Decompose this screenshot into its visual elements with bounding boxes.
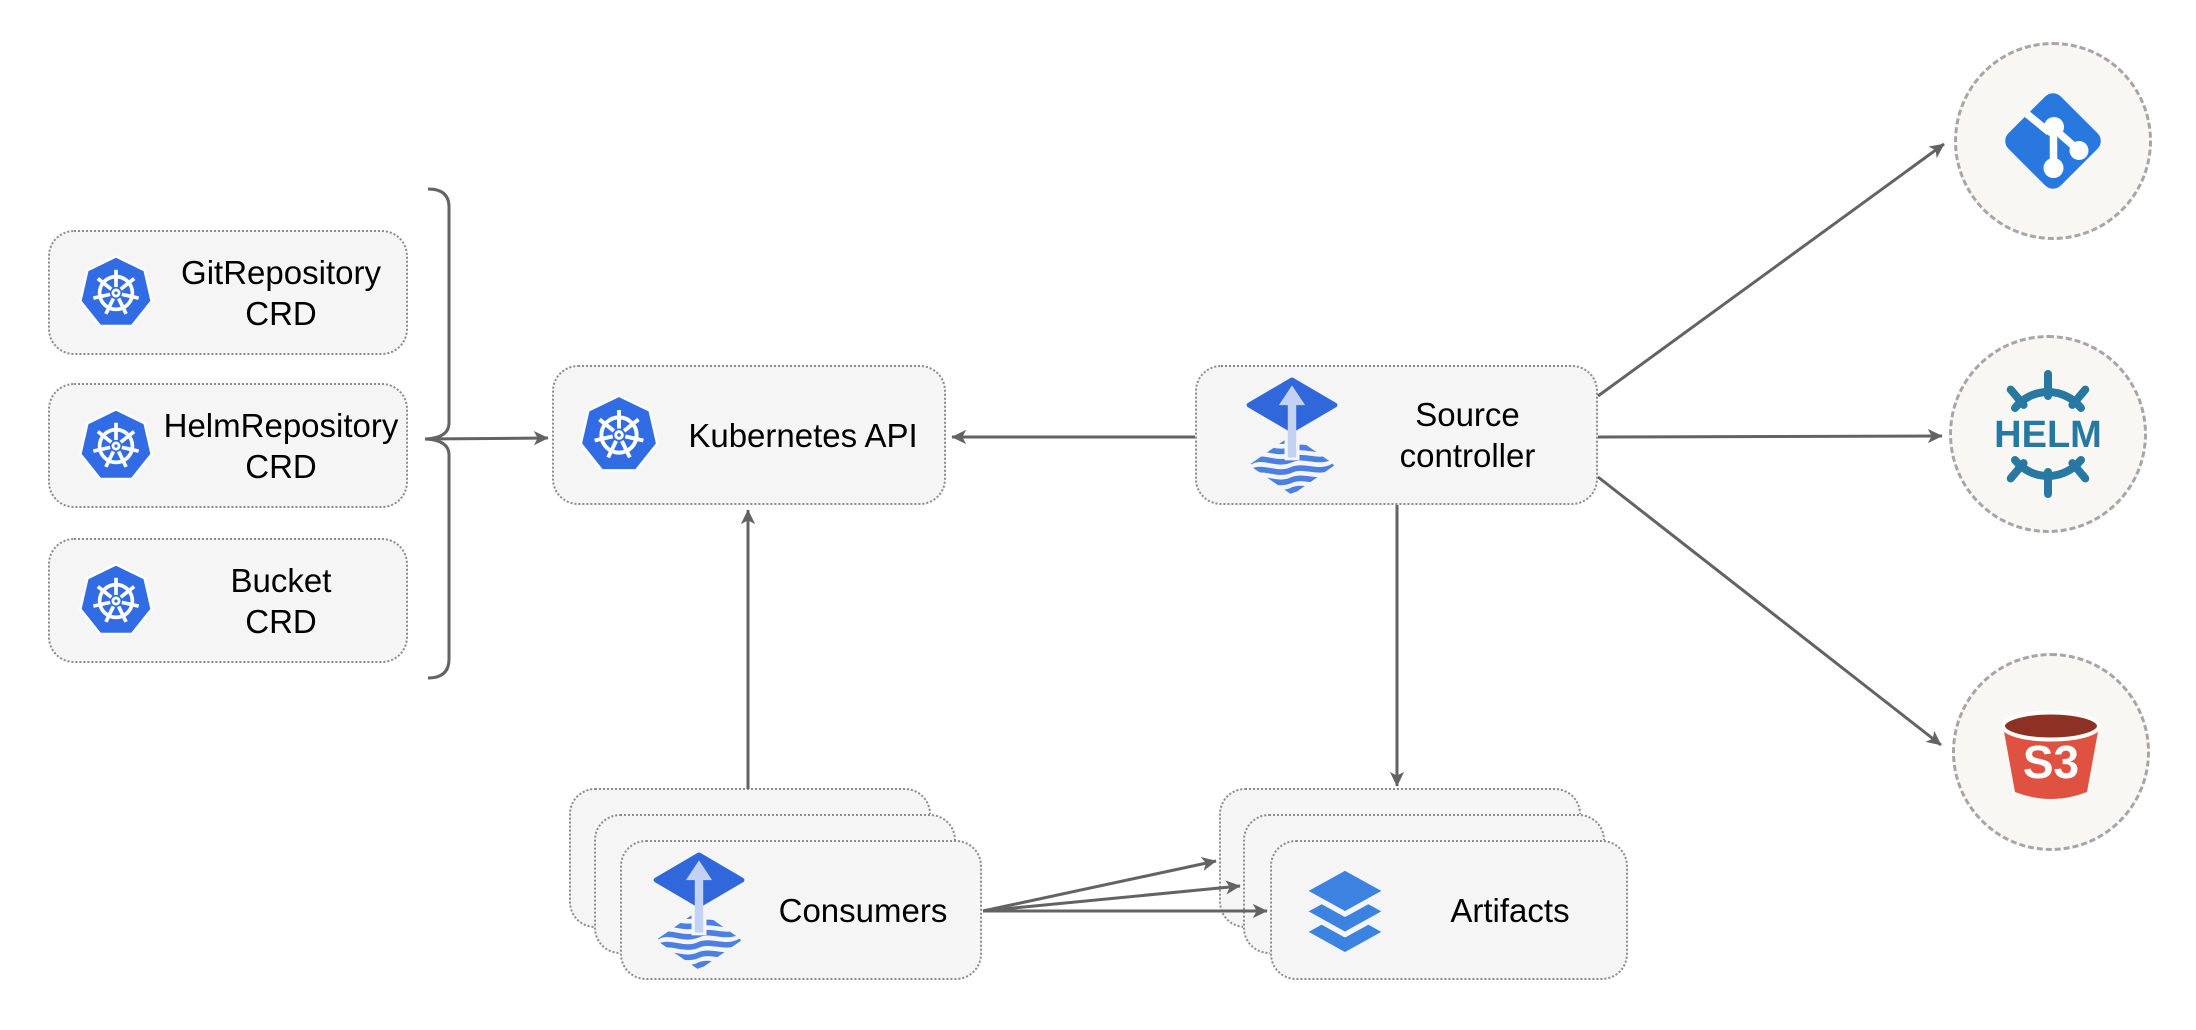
helm-wordmark: HELM [1994,414,2102,456]
helmrepository-crd-box: HelmRepository CRD [48,383,408,508]
helm-endpoint-circle: HELM [1949,335,2147,533]
consumers-label: Consumers [778,891,948,929]
s3-endpoint-circle: S3 [1952,653,2150,851]
source-controller-box: Source controller [1195,365,1598,505]
git-icon [2005,93,2101,189]
kubernetes-icon [76,561,156,641]
artifacts-label: Artifacts [1450,891,1570,929]
kubernetes-api-box: Kubernetes API [552,365,946,505]
bucket-crd-label: Bucket CRD [230,561,332,640]
helmrepository-crd-label: HelmRepository CRD [163,406,399,485]
gitrepository-crd-label: GitRepository CRD [181,253,381,332]
kubernetes-icon [576,392,662,478]
consumers-box: Consumers [620,840,982,980]
kubernetes-icon [76,253,156,333]
layers-icon [1296,864,1394,957]
source-controller-label: Source controller [1399,396,1536,474]
artifacts-box: Artifacts [1270,840,1628,980]
kubernetes-api-label: Kubernetes API [688,416,918,454]
flux-icon [652,852,746,969]
gitrepository-crd-box: GitRepository CRD [48,230,408,355]
flux-icon [1245,377,1339,494]
bucket-crd-box: Bucket CRD [48,538,408,663]
git-endpoint-circle [1954,42,2152,240]
helm-icon: HELM [1994,370,2102,498]
s3-bucket-icon: S3 [2001,710,2101,799]
kubernetes-icon [76,406,156,486]
s3-wordmark: S3 [2023,736,2079,788]
